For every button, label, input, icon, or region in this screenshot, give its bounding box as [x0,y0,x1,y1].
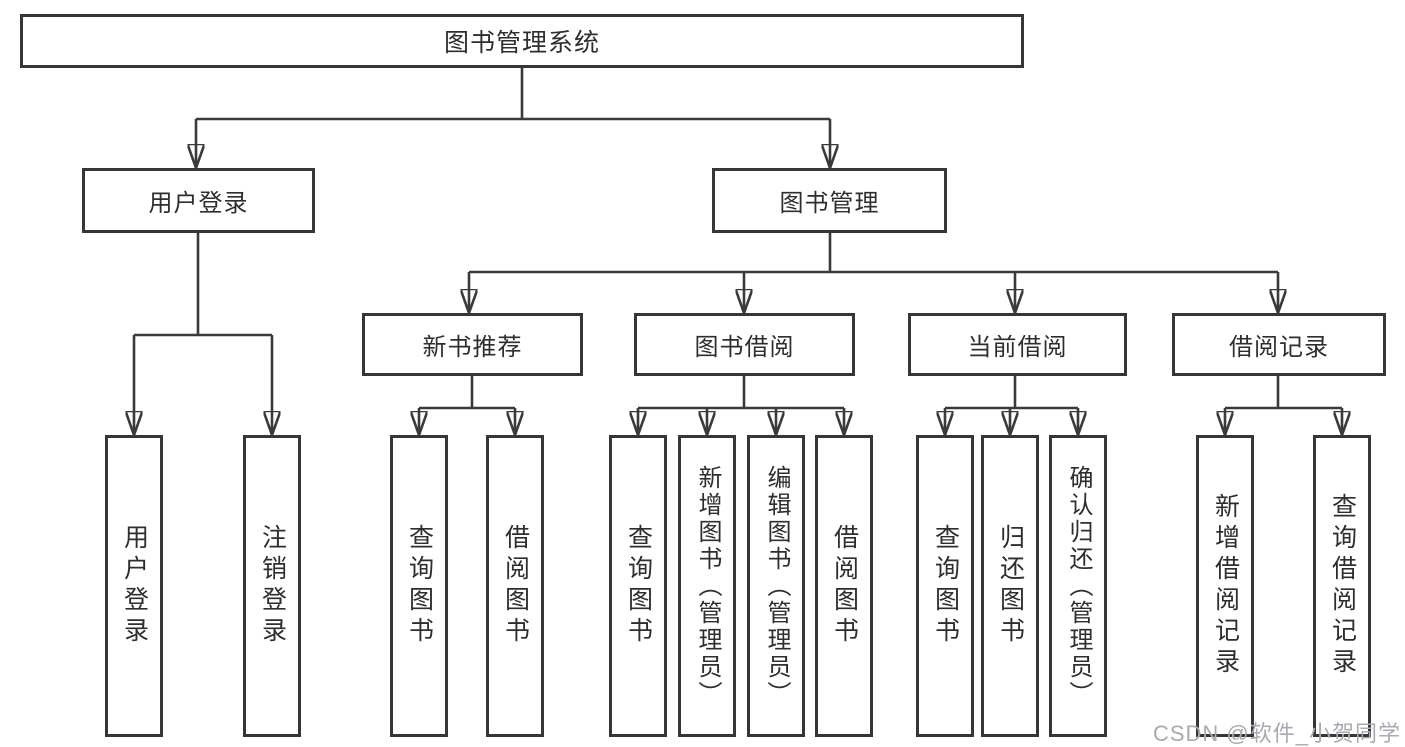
node-label: 用户登录 [120,524,149,648]
node-label: 查询图书 [624,524,653,648]
leaf-query-borrow-record: 查询借阅记录 [1313,435,1371,737]
node-book-management: 图书管理 [712,168,947,233]
leaf-confirm-return-admin: 确认归还（管理员） [1049,435,1107,737]
leaf-edit-books-admin: 编辑图书（管理员） [747,435,805,737]
node-book-borrow: 图书借阅 [634,313,855,376]
leaf-user-login: 用户登录 [105,435,163,737]
node-current-borrow: 当前借阅 [908,313,1127,376]
node-label: 借阅记录 [1229,334,1329,361]
node-label: 编辑图书（管理员） [763,464,790,708]
node-label: 归还图书 [996,524,1025,648]
node-borrow-records: 借阅记录 [1172,313,1386,376]
node-label: 确认归还（管理员） [1065,464,1092,708]
node-user-login: 用户登录 [82,168,315,233]
node-label: 图书管理系统 [443,29,600,57]
leaf-query-books-recommend: 查询图书 [390,435,448,737]
node-label: 查询借阅记录 [1328,493,1357,679]
leaf-add-borrow-record: 新增借阅记录 [1196,435,1254,737]
node-library-management-system: 图书管理系统 [20,14,1024,68]
csdn-watermark: CSDN @软件_小贺同学 [1152,721,1401,746]
leaf-return-books: 归还图书 [981,435,1039,737]
node-label: 借阅图书 [501,524,530,648]
leaf-query-books-current: 查询图书 [916,435,974,737]
leaf-borrow-books-recommend: 借阅图书 [486,435,544,737]
node-label: 新增借阅记录 [1211,493,1240,679]
node-label: 注销登录 [258,524,287,648]
node-label: 查询图书 [405,524,434,648]
node-label: 图书借阅 [694,334,795,361]
leaf-add-books-admin: 新增图书（管理员） [678,435,736,737]
node-label: 新书推荐 [422,334,523,361]
leaf-query-books-borrow: 查询图书 [609,435,667,737]
node-label: 图书管理 [779,190,880,217]
leaf-borrow-books: 借阅图书 [815,435,873,737]
node-label: 新增图书（管理员） [694,464,721,708]
node-label: 当前借阅 [967,334,1068,361]
node-new-book-recommend: 新书推荐 [362,313,583,376]
node-label: 查询图书 [931,524,960,648]
node-label: 借阅图书 [830,524,859,648]
node-label: 用户登录 [148,190,249,217]
leaf-logout: 注销登录 [243,435,301,737]
